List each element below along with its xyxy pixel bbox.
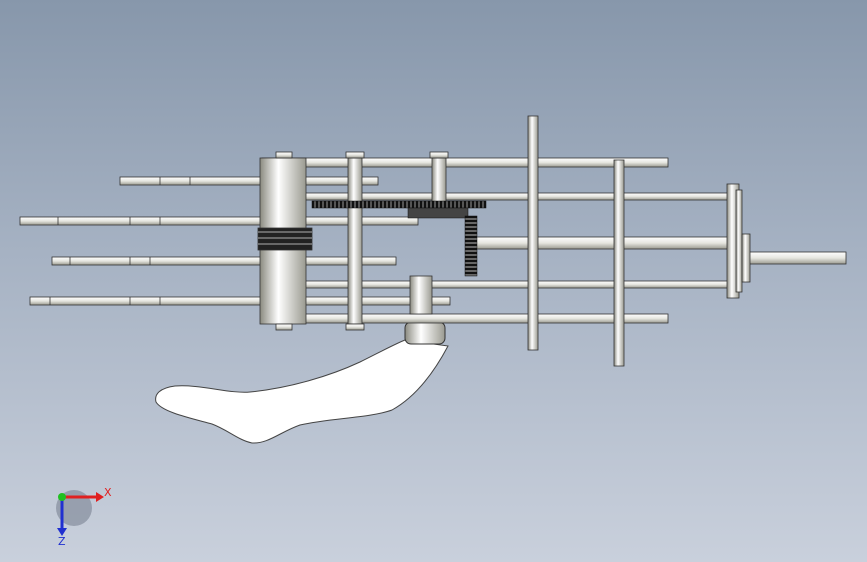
finger-link-4 bbox=[29, 296, 451, 306]
output-shaft bbox=[741, 251, 847, 265]
top-rail bbox=[261, 157, 669, 168]
x-axis-label: X bbox=[104, 486, 112, 499]
rail-4 bbox=[299, 280, 731, 289]
z-axis-label: Z bbox=[58, 535, 66, 548]
finger-link-3 bbox=[51, 256, 397, 266]
gear-rack bbox=[311, 200, 487, 209]
y-axis-dot bbox=[58, 493, 66, 501]
palm-shape bbox=[155, 339, 449, 444]
pivot-stack bbox=[257, 151, 313, 331]
support-plates bbox=[527, 115, 743, 367]
bottom-rail bbox=[261, 313, 669, 324]
gear-block bbox=[407, 207, 469, 219]
rail-3 bbox=[469, 236, 731, 250]
plate-1 bbox=[527, 115, 539, 351]
rail-2 bbox=[299, 192, 731, 201]
finger-link-1 bbox=[119, 176, 379, 186]
secondary-shafts bbox=[345, 151, 449, 331]
coordinate-triad: X Z bbox=[56, 486, 112, 548]
pinion-gear bbox=[464, 215, 478, 277]
finger-links bbox=[19, 176, 451, 306]
wrist-connector bbox=[404, 321, 446, 345]
finger-link-2 bbox=[19, 216, 419, 226]
plate-2 bbox=[613, 159, 625, 367]
